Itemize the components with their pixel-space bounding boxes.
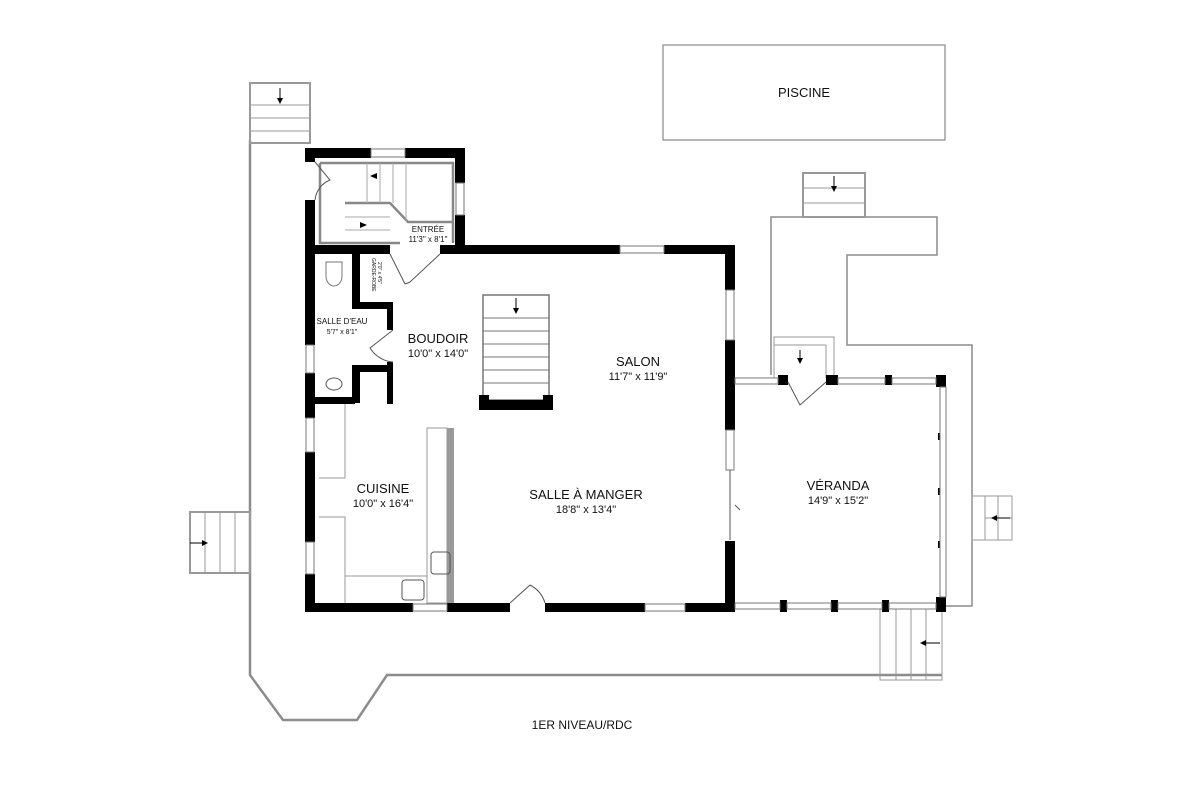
room-labels: ENTRÉE 11'3" x 8'1" GARDE-ROBE 2'0" x 4'… [317,225,870,516]
stairs-top-left [249,82,311,144]
veranda-name: VÉRANDA [807,478,870,493]
garde-robe-dims: 2'0" x 4'5" [376,262,382,284]
salon-name: SALON [616,354,660,369]
doors [314,161,827,604]
cuisine-name: CUISINE [357,481,410,496]
entree-dims: 11'3" x 8'1" [409,235,448,244]
interior-stair [479,294,553,410]
deck [248,140,973,722]
kitchen-fixtures [319,261,454,604]
garde-robe-name: GARDE-ROBE [370,258,376,292]
salon-dims: 11'7" x 11'9" [609,371,668,383]
cuisine-dims: 10'0" x 16'4" [353,498,413,510]
boudoir-name: BOUDOIR [408,331,469,346]
salle-manger-dims: 18'8" x 13'4" [556,504,616,516]
stairs-left [189,511,251,574]
salle-manger-name: SALLE À MANGER [529,487,642,502]
stairs-veranda-small [773,336,835,378]
stairs-right [971,495,1013,541]
entrance-stairs [318,161,455,245]
salle-eau-name: SALLE D'EAU [317,317,368,326]
pool-label: PISCINE [778,85,830,100]
boudoir-dims: 10'0" x 14'0" [408,348,468,360]
windows [305,148,947,612]
walls [305,148,946,612]
stairs-bottom-right [879,605,943,681]
pool: PISCINE [662,44,946,141]
entree-name: ENTRÉE [412,225,444,234]
salle-eau-dims: 5'7" x 8'1" [327,329,358,336]
veranda-dims: 14'9" x 15'2" [808,495,868,507]
stairs-pool-deck [802,172,866,218]
level-label: 1ER NIVEAU/RDC [532,718,633,732]
